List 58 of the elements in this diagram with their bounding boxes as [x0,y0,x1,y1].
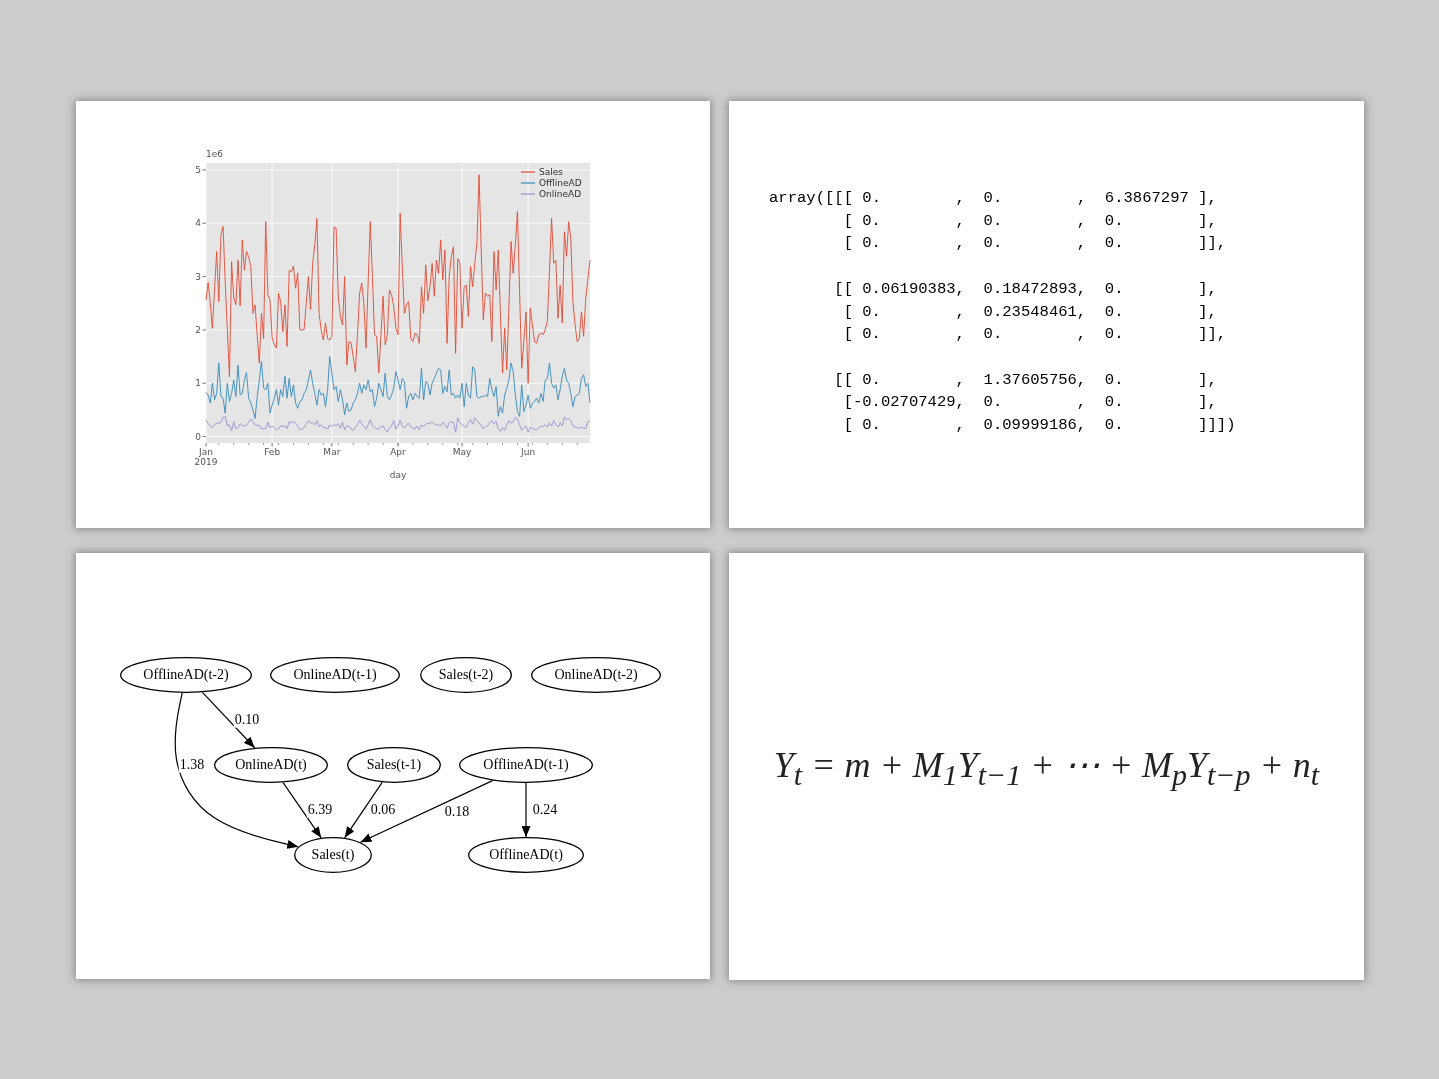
code-output-line: [[ 0.06190383, 0.18472893, 0. ], [834,278,1217,300]
axis-tick-label: Jan 2019 [194,447,218,468]
node-label: Sales(t-1) [366,757,422,773]
slide-panel [76,101,710,528]
axis-offset-label: 1e6 [206,149,223,160]
node-label: Sales(t) [311,847,355,863]
axis-tick-label: Jun [521,447,536,458]
code-output-line: [ 0. , 0. , 0. ]], [843,233,1227,255]
ellipse-node [531,657,661,693]
node-label: OfflineAD(t-2) [143,667,229,683]
slide-panel [76,553,710,979]
arrow [201,691,256,749]
node-label: OfflineAD(t) [489,847,563,863]
ellipse-node [420,657,512,693]
edge-label: 6.39 [306,802,334,818]
axis-tick-label: 1 [195,378,201,389]
node-label: OnlineAD(t-1) [293,667,377,683]
ellipse-node [214,747,328,783]
node-label: OnlineAD(t) [235,757,307,773]
axis-tick-label: Mar [323,447,341,458]
axis-tick-label: 0 [195,431,201,442]
node-label: Sales(t-2) [438,667,494,683]
ellipse-node [120,657,252,693]
slide-panel [729,553,1364,980]
axis-tick-label: 4 [195,218,201,229]
equation: Y$_{t}$ = m + M$_{1}$Y$_{t−1}$ + ⋯ + M$_{p}$Y$_{t−p}$ + n$_{t}$ [773,743,1320,793]
legend-label: OfflineAD [539,177,582,189]
legend-label: OnlineAD [539,188,582,200]
code-output-line: [ 0. , 0. , 0. ], [843,210,1217,232]
ellipse-node [347,747,441,783]
arrow [521,782,531,838]
arrow [282,782,322,839]
axis-tick-label: May [452,447,472,458]
code-output-line: [[ 0. , 1.37605756, 0. ], [834,369,1217,391]
arrow [174,692,299,849]
ellipse-node [294,837,372,873]
slide-panel [729,101,1364,528]
axis-title: day [389,470,407,481]
arrow [344,781,383,839]
code-output-line: [ 0. , 0. , 0. ]], [843,324,1227,346]
ellipse-node [459,747,593,783]
axis-tick-label: Apr [390,447,406,458]
legend-label: Sales [539,166,563,178]
axis-tick-label: 2 [195,324,201,336]
axis-tick-label: 5 [195,164,201,176]
code-output-line: [-0.02707429, 0. , 0. ], [843,392,1217,414]
code-output-line: [ 0. , 0.09999186, 0. ]]]) [843,415,1236,436]
node-label: OnlineAD(t-2) [554,667,638,683]
edge-label: 1.38 [178,757,206,773]
edge-label: 0.10 [233,712,261,728]
ellipse-node [468,837,584,873]
axis-tick-label: 3 [195,271,201,282]
ellipse-node [270,657,400,693]
arrow [359,780,494,843]
axis-tick-label: Feb [264,447,281,458]
node-label: OfflineAD(t-1) [483,757,569,773]
code-output-line: [ 0. , 0.23548461, 0. ], [843,301,1217,323]
code-output-line: array([[[ 0. , 0. , 6.3867297 ], [769,188,1217,209]
